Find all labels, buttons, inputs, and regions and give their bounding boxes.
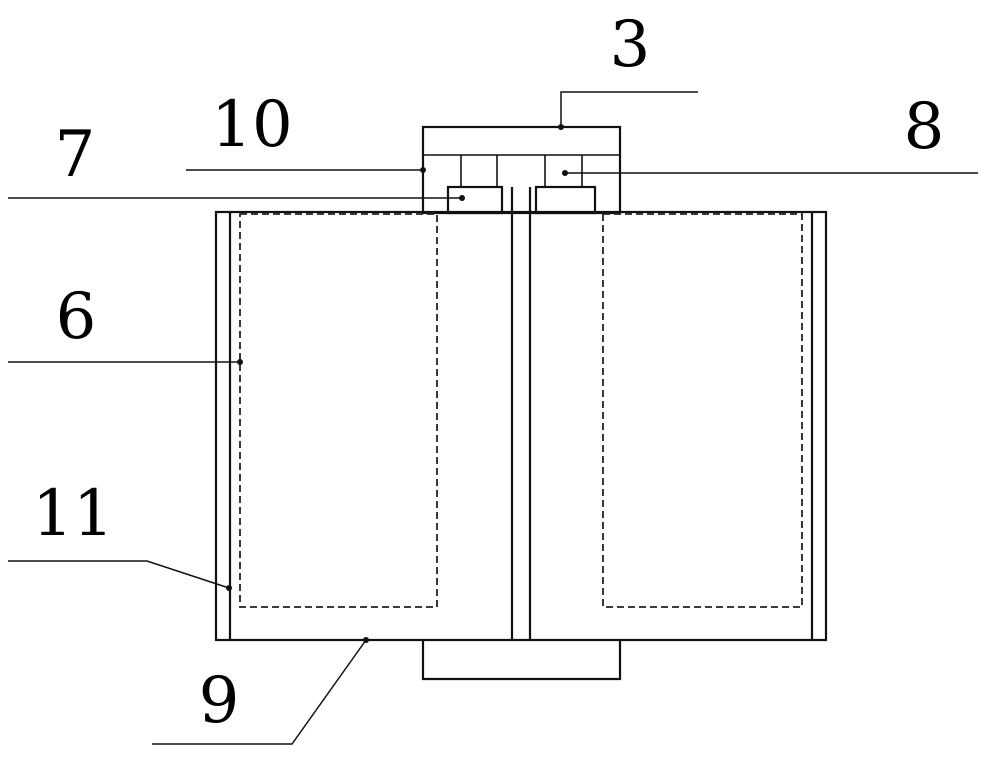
leader-11-dot	[226, 585, 232, 591]
main-housing	[214, 210, 828, 642]
leader-lines	[8, 91, 978, 745]
label-3: 3	[610, 8, 651, 82]
leader-3-dot	[558, 124, 564, 130]
top-cap	[421, 125, 622, 640]
leader-10-dot	[420, 167, 426, 173]
leader-8-dot	[562, 170, 568, 176]
bottom-tab	[421, 640, 622, 681]
left-cell-dashed	[239, 213, 438, 608]
right-terminal-block	[534, 185, 597, 215]
left-terminal-block	[446, 185, 504, 215]
right-cell-dashed	[602, 213, 803, 608]
label-11: 11	[32, 477, 113, 551]
leader-9-dot	[363, 637, 369, 643]
part-labels: 3 10 7 8 6 11 9	[32, 8, 944, 738]
label-10: 10	[211, 88, 292, 162]
leader-9	[152, 639, 367, 745]
top-cap-outline	[421, 125, 622, 215]
label-7: 7	[55, 118, 96, 192]
leader-7-dot	[459, 195, 465, 201]
label-6: 6	[56, 280, 97, 354]
leader-11	[8, 560, 230, 589]
leader-3	[560, 91, 698, 127]
housing-outline	[214, 210, 828, 642]
label-9: 9	[199, 664, 240, 738]
label-8: 8	[904, 90, 945, 164]
leader-6-dot	[237, 359, 243, 365]
